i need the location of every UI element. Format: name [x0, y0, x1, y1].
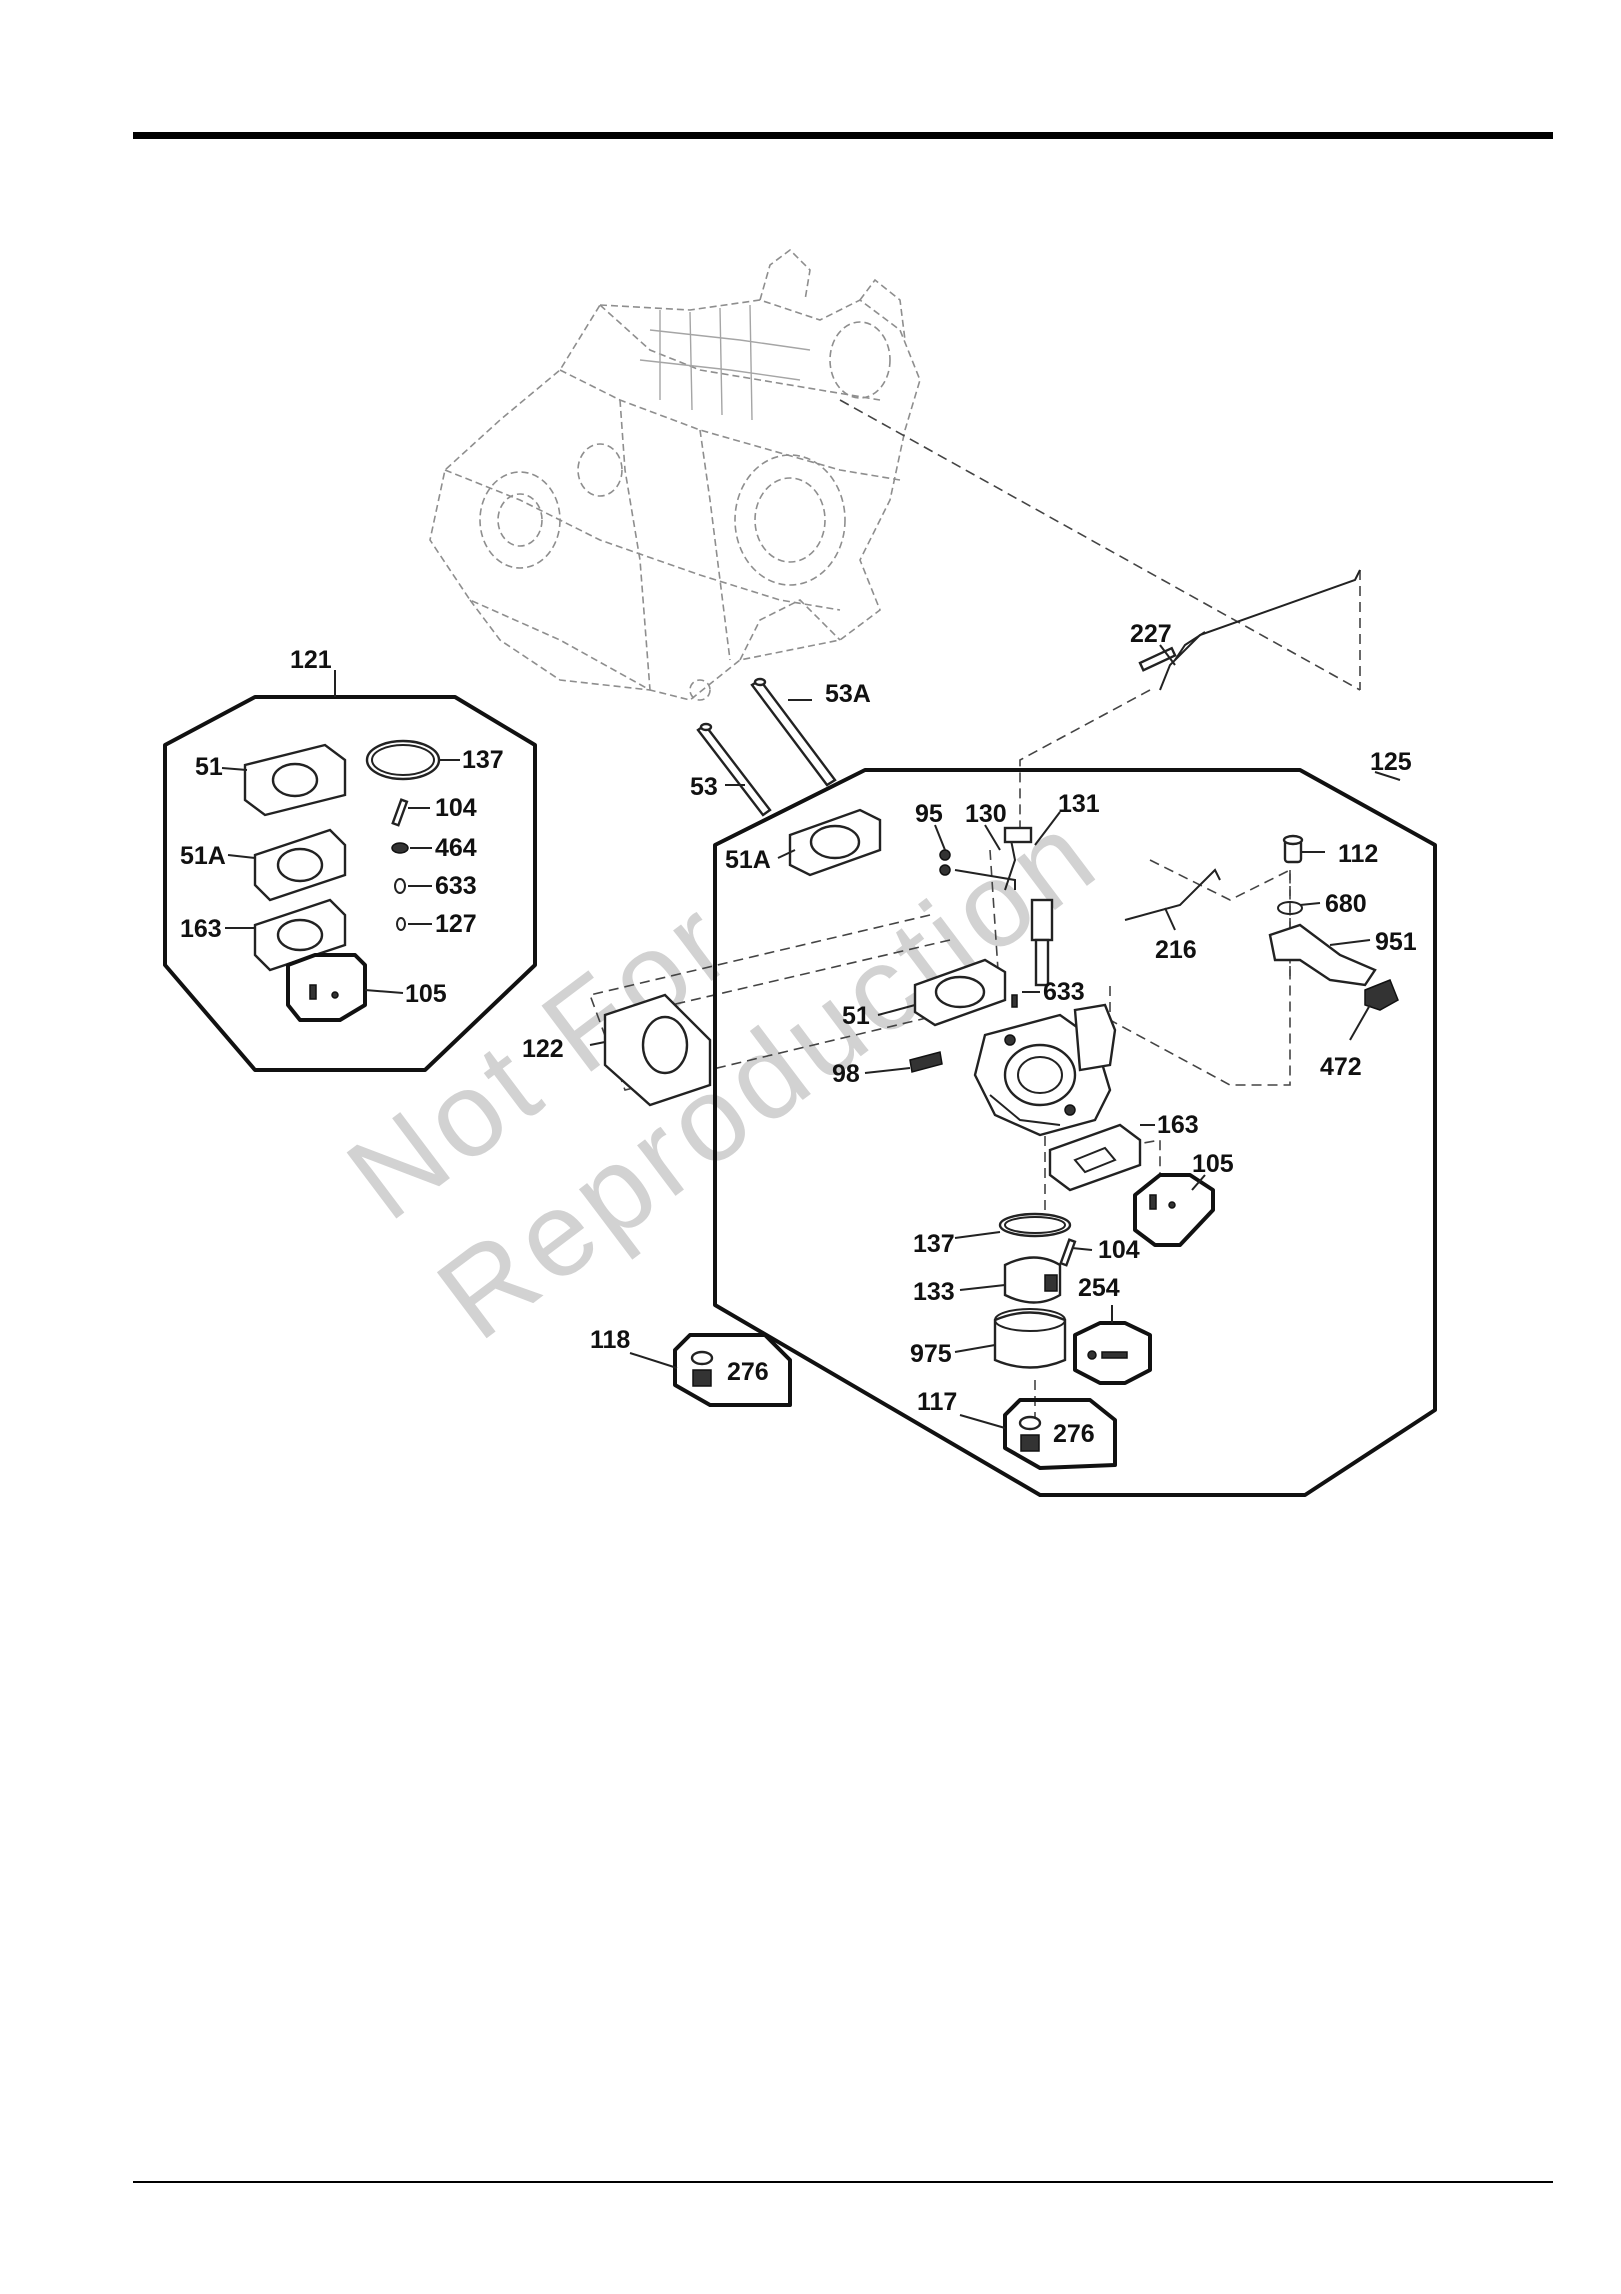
kit-105-outline [1135, 1175, 1213, 1245]
callout-53A: 53A [825, 680, 871, 708]
callout-163: 163 [1157, 1111, 1199, 1139]
callout-464: 464 [435, 834, 477, 862]
kit-254-outline [1075, 1305, 1150, 1383]
callout-51A: 51A [725, 846, 771, 874]
callout-680: 680 [1325, 890, 1367, 918]
callout-118: 118 [590, 1326, 630, 1354]
callout-216: 216 [1155, 936, 1197, 964]
header-rule [133, 132, 1553, 139]
carburetor-body [975, 1005, 1115, 1135]
callout-276-a: 276 [727, 1358, 769, 1386]
callout-112: 112 [1338, 840, 1378, 868]
callout-121: 121 [290, 646, 332, 674]
callout-95: 95 [915, 800, 943, 828]
callout-633: 633 [1043, 978, 1085, 1006]
gasket-51A [790, 810, 880, 875]
callout-472: 472 [1320, 1053, 1362, 1081]
callout-117: 117 [917, 1388, 957, 1416]
callout-137: 137 [913, 1230, 955, 1258]
callout-276-b: 276 [1053, 1420, 1095, 1448]
throttle-link-227 [1140, 570, 1360, 690]
callout-975: 975 [910, 1340, 952, 1368]
callout-125: 125 [1370, 748, 1412, 776]
callout-98: 98 [832, 1060, 860, 1088]
callout-51A-kit: 51A [180, 842, 226, 870]
footer-rule [133, 2181, 1553, 2183]
callout-163-kit: 163 [180, 915, 222, 943]
engine-block-ghost [430, 250, 920, 700]
callout-53: 53 [690, 773, 718, 801]
callout-127: 127 [435, 910, 477, 938]
kit-121-parts [245, 741, 439, 1020]
callout-51-kit: 51 [195, 753, 223, 781]
callout-104-kit: 104 [435, 794, 477, 822]
float-bowl-parts [995, 1214, 1075, 1368]
pin-633 [1012, 995, 1017, 1007]
callout-130: 130 [965, 800, 1007, 828]
idle-screw-98 [910, 1052, 942, 1072]
gasket-163 [1050, 1125, 1140, 1190]
callout-122: 122 [522, 1035, 564, 1063]
callout-133: 133 [913, 1278, 955, 1306]
governor-link-216 [1125, 870, 1220, 920]
callout-227: 227 [1130, 620, 1172, 648]
callout-51: 51 [842, 1002, 870, 1030]
callout-105-kit: 105 [405, 980, 447, 1008]
callout-105: 105 [1192, 1150, 1234, 1178]
callout-137-kit: 137 [462, 746, 504, 774]
callout-951: 951 [1375, 928, 1417, 956]
callout-131: 131 [1058, 790, 1100, 818]
callout-104: 104 [1098, 1236, 1140, 1264]
callout-633-kit: 633 [435, 872, 477, 900]
kit-121-outline [165, 670, 535, 1070]
callout-254: 254 [1078, 1274, 1120, 1302]
